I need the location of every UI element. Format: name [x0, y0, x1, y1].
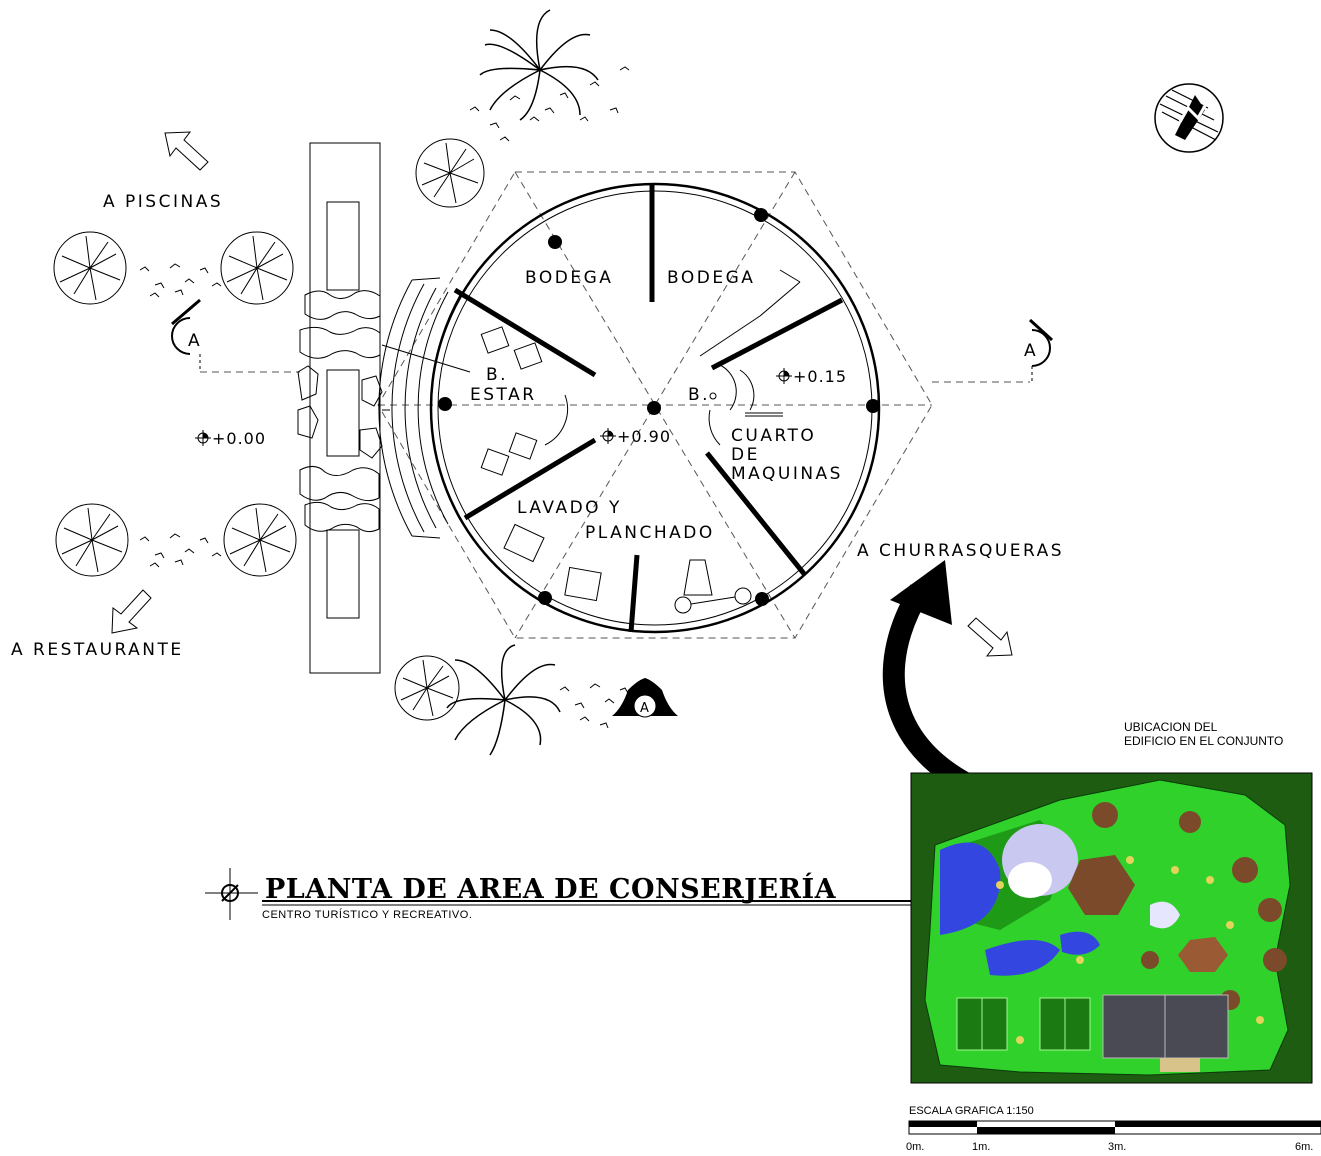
scale-tick-3: 3m. — [1108, 1141, 1126, 1153]
tree-icon — [55, 503, 129, 577]
room-label-bodega-right: BODEGA — [667, 268, 755, 288]
room-label-maquinas: MAQUINAS — [731, 464, 843, 484]
level-machine: +0.15 — [793, 367, 847, 386]
direction-label-piscinas: A PISCINAS — [103, 192, 223, 212]
scale-tick-0: 0m. — [906, 1141, 924, 1153]
furniture — [480, 326, 752, 614]
location-caption-line1: UBICACION DEL — [1124, 720, 1218, 734]
section-marker-letter: A — [1024, 341, 1036, 361]
room-label-cuarto: CUARTO — [731, 426, 816, 446]
room-label-bano: B. — [688, 385, 710, 405]
direction-label-restaurante: A RESTAURANTE — [11, 640, 184, 660]
palm-tree-icon — [479, 9, 599, 121]
arrow-icon — [967, 617, 1013, 657]
scale-tick-1: 1m. — [972, 1141, 990, 1153]
section-marker-letter: A — [640, 701, 649, 716]
level-marker-machine: +0.15 — [776, 367, 847, 386]
direction-label-churrasqueras: A CHURRASQUERAS — [857, 541, 1064, 561]
room-label-estar-abbr: B. — [486, 365, 508, 385]
building-outline — [378, 182, 881, 634]
tree-icon — [220, 231, 294, 305]
scale-tick-6: 6m. — [1295, 1141, 1313, 1153]
room-label-lavado: LAVADO Y — [517, 498, 622, 518]
location-caption-line2: EDIFICIO EN EL CONJUNTO — [1124, 734, 1283, 748]
room-label-bodega-left: BODEGA — [525, 268, 613, 288]
title-block: PLANTA DE AREA DE CONSERJERÍA CENTRO TUR… — [205, 868, 911, 921]
tree-icon — [415, 138, 485, 208]
scale-title: ESCALA GRAFICA 1:150 — [909, 1105, 1034, 1117]
level-marker-center: +0.90 — [600, 427, 671, 446]
drawing-title: PLANTA DE AREA DE CONSERJERÍA — [265, 872, 837, 905]
hexagon-grid — [200, 171, 1030, 639]
tree-icon — [394, 655, 460, 721]
palm-tree-icon — [446, 644, 561, 756]
shrubs — [139, 66, 635, 729]
room-label-estar: ESTAR — [470, 385, 537, 405]
tree-icon — [223, 503, 297, 577]
section-marker-letter: A — [188, 331, 200, 351]
level-marker-outside: +0.00 — [195, 429, 266, 448]
scale-bar: ESCALA GRAFICA 1:150 0m. 1m. 3m. 6m. — [906, 1105, 1321, 1153]
drawing-subtitle: CENTRO TURÍSTICO Y RECREATIVO. — [262, 908, 472, 921]
walkway — [297, 142, 471, 674]
arrow-icon — [111, 589, 152, 634]
north-arrow-icon — [1154, 83, 1224, 153]
section-marker-bottom: A — [612, 678, 678, 718]
tree-icon — [53, 231, 127, 305]
room-label-planchado: PLANCHADO — [585, 523, 715, 543]
room-label-de: DE — [731, 445, 760, 465]
columns — [438, 208, 880, 606]
arrow-icon — [164, 131, 209, 171]
site-location-map — [910, 772, 1313, 1084]
interior-walls — [453, 184, 844, 633]
section-marker-right: A — [1024, 318, 1054, 382]
section-marker-left: A — [171, 298, 201, 372]
level-center: +0.90 — [617, 427, 671, 446]
level-outside: +0.00 — [212, 429, 266, 448]
